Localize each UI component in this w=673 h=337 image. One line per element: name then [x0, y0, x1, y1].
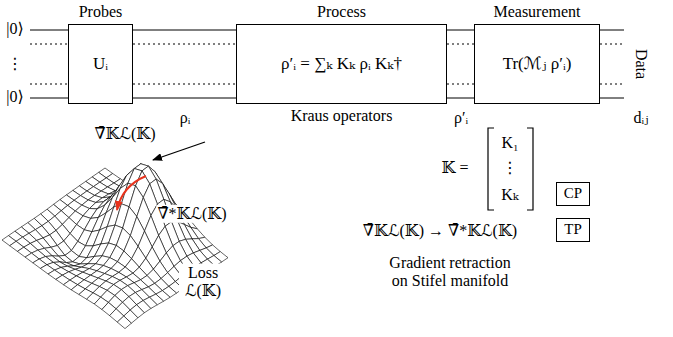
- loss-label: Loss ℒ(𝕂): [179, 264, 227, 301]
- retracted-gradient-label: ∇̄*𝕂ℒ(𝕂): [156, 205, 227, 223]
- box-text: Uᵢ: [93, 54, 108, 74]
- wire: [447, 98, 474, 99]
- wire-bundle: [447, 30, 474, 98]
- mesh-cell: [117, 316, 131, 329]
- retracted-gradient-arrow: [117, 176, 146, 210]
- gradient-label: ∇̄𝕂ℒ(𝕂): [93, 125, 156, 143]
- data-label: Data: [632, 48, 650, 80]
- cp-box: CP: [556, 182, 590, 206]
- matrix-name: 𝕂 =: [441, 159, 470, 177]
- measurement-box: MeasurementTr(ℳⱼ ρ′ᵢ): [474, 24, 600, 104]
- wire: [133, 84, 236, 85]
- tp-box: TP: [556, 218, 590, 242]
- box-text: TP: [564, 221, 582, 238]
- gradient-arrow: [153, 142, 205, 160]
- stage-title: Process: [317, 3, 366, 21]
- state-label: ρ′ᵢ: [453, 109, 469, 127]
- box-text: CP: [564, 185, 582, 202]
- matrix-entry: Kₖ: [500, 186, 519, 204]
- wire: [133, 98, 236, 99]
- box-text: ρ′ᵢ = ∑ₖ Kₖ ρᵢ Kₖ†: [281, 54, 402, 74]
- process-box: Processρ′ᵢ = ∑ₖ Kₖ ρᵢ Kₖ†Kraus operators: [236, 24, 447, 104]
- data-symbol: dᵢⱼ: [633, 109, 650, 127]
- retraction-note: Gradient retraction on Stifel manifold: [379, 254, 521, 291]
- wire: [133, 30, 236, 31]
- vertical-dots: ⋮: [501, 159, 519, 177]
- vertical-dots: ⋮: [6, 55, 24, 73]
- matrix-brackets: [488, 128, 533, 210]
- wire: [447, 84, 474, 85]
- wire: [447, 30, 474, 31]
- wire: [133, 44, 236, 45]
- output-wires: [600, 30, 624, 98]
- retraction-formula: ∇̄𝕂ℒ(𝕂) → ∇̄*𝕂ℒ(𝕂): [362, 222, 518, 240]
- matrix-entry: K₁: [500, 134, 519, 152]
- wire-bundle: [133, 30, 236, 98]
- loss-surface: [2, 164, 228, 329]
- input-state: |0⟩: [5, 88, 24, 106]
- state-label: ρᵢ: [179, 109, 192, 127]
- box-text: Tr(ℳⱼ ρ′ᵢ): [503, 54, 572, 74]
- stage-caption: Kraus operators: [291, 107, 393, 125]
- probe-unitary-box: ProbesUᵢ: [68, 24, 133, 104]
- stage-title: Measurement: [493, 3, 580, 21]
- input-wires: [30, 30, 68, 98]
- stage-title: Probes: [79, 3, 123, 21]
- wire: [447, 44, 474, 45]
- input-state: |0⟩: [5, 20, 24, 38]
